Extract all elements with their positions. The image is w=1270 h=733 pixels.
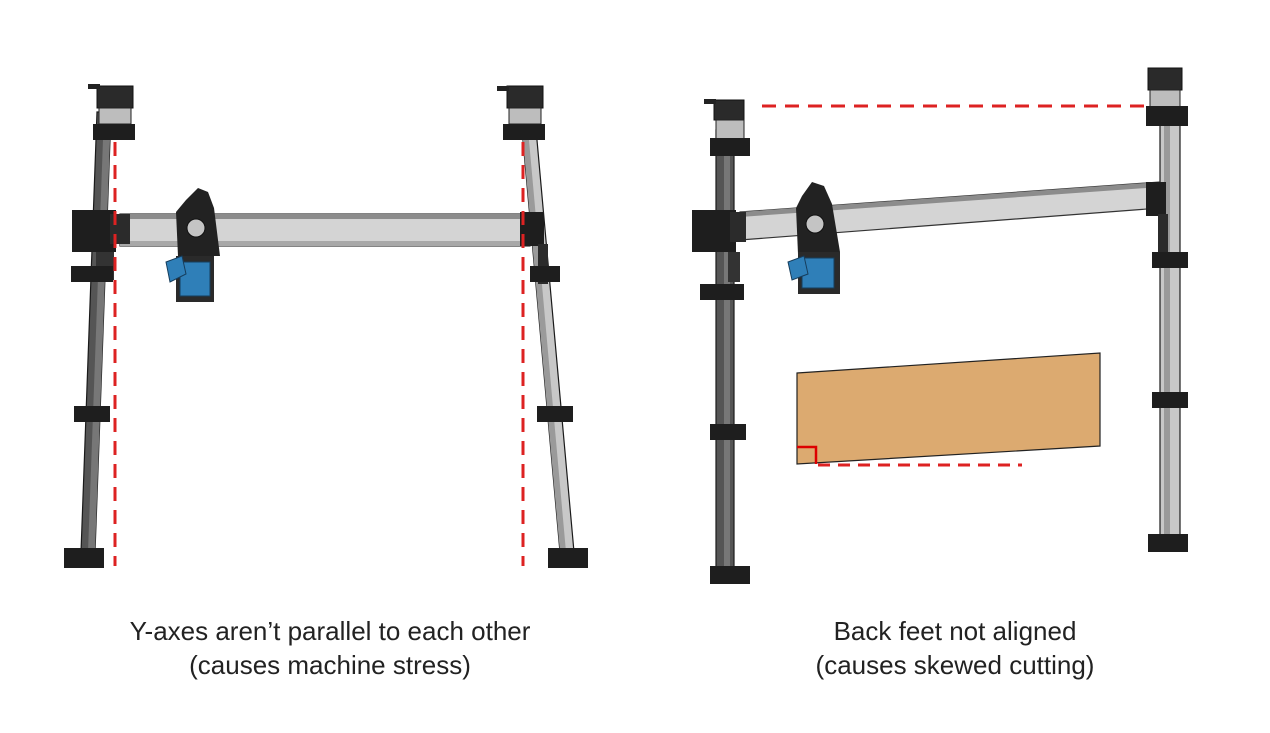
right-y-rail	[520, 117, 575, 553]
right-caption-line1: Back feet not aligned	[833, 616, 1077, 646]
left-y-rail	[80, 111, 112, 553]
router-carriage	[165, 188, 220, 302]
right-caption-line2: (causes skewed cutting)	[815, 650, 1095, 680]
right-top-stepper	[497, 85, 545, 140]
left-caption-line1: Y-axes aren’t parallel to each other	[129, 616, 531, 646]
left-rail-brackets	[64, 266, 113, 568]
right-panel-illustration	[692, 67, 1188, 584]
right-caption: Back feet not aligned (causes skewed cut…	[690, 614, 1220, 682]
low-gantry-plate	[692, 210, 746, 282]
high-rail-brackets	[1148, 252, 1188, 552]
left-top-stepper	[88, 84, 135, 140]
skewed-workpiece	[796, 352, 1101, 465]
left-panel-illustration	[64, 84, 588, 568]
high-top-stepper	[1146, 67, 1188, 126]
low-top-stepper	[704, 99, 750, 156]
left-caption-line2: (causes machine stress)	[189, 650, 471, 680]
low-y-rail	[715, 129, 735, 571]
left-caption: Y-axes aren’t parallel to each other (ca…	[60, 614, 600, 682]
right-rail-brackets	[530, 266, 588, 568]
low-rail-brackets	[700, 284, 750, 584]
high-gantry-plate	[1146, 182, 1168, 254]
square-corner-marker	[797, 445, 818, 464]
skewed-router-carriage	[787, 182, 840, 294]
